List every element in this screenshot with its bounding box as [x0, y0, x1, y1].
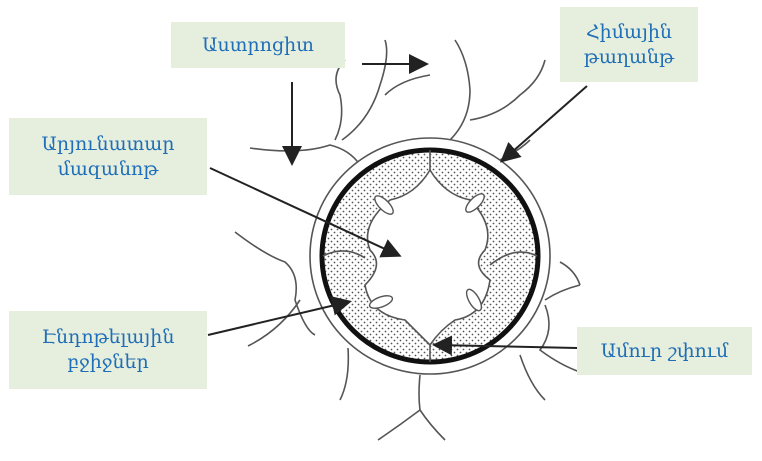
tight-junction-label-text: Ամուր շփում — [601, 339, 729, 364]
basement-membrane-label-line2: թաղանթ — [584, 45, 674, 70]
astrocyte-label-text: Աստրոցիտ — [202, 33, 314, 58]
basement-membrane-label: Հիմային թաղանթ — [560, 7, 698, 82]
endothelial-label-line2: բջիջներ — [67, 350, 148, 375]
endothelial-label-line1: Էնդոթելային — [42, 325, 175, 350]
basement-membrane-arrow — [503, 86, 587, 160]
astrocyte-label: Աստրոցիտ — [171, 22, 345, 68]
endothelial-arrow — [208, 302, 348, 335]
capillary-label: Արյունատար մազանոթ — [9, 118, 207, 195]
endothelial-label: Էնդոթելային բջիջներ — [9, 311, 207, 389]
basement-membrane-label-line1: Հիմային — [586, 20, 672, 45]
capillary-label-line2: մազանոթ — [58, 157, 159, 182]
tight-junction-label: Ամուր շփում — [577, 327, 752, 375]
capillary-label-line1: Արյունատար — [41, 132, 174, 157]
